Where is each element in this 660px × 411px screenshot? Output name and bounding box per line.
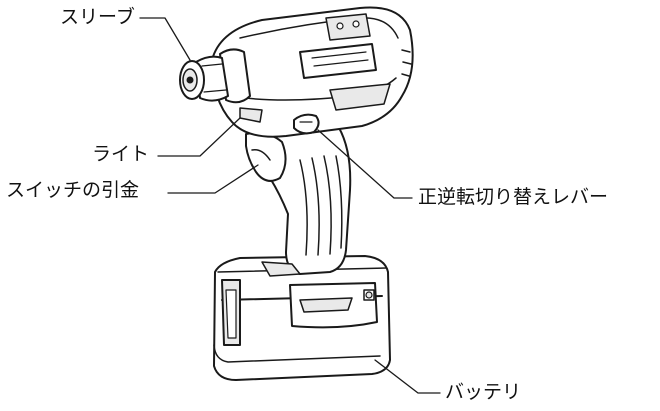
leader-trigger xyxy=(167,164,259,194)
label-reversing-lever: 正逆転切り替えレバー xyxy=(418,186,609,208)
leader-lines xyxy=(139,17,441,394)
motor-housing xyxy=(211,6,414,138)
leader-light xyxy=(157,117,241,157)
leader-sleeve xyxy=(139,17,191,61)
label-sleeve: スリーブ xyxy=(60,6,135,28)
battery-pack xyxy=(213,255,391,381)
nose-anvil xyxy=(195,48,251,104)
sleeve xyxy=(179,60,205,100)
label-battery: バッテリ xyxy=(445,381,522,403)
leader-lever xyxy=(317,129,413,199)
reversing-lever xyxy=(293,113,320,135)
leader-battery xyxy=(374,359,441,394)
label-trigger: スイッチの引金 xyxy=(6,179,140,201)
label-light: ライト xyxy=(92,143,150,165)
trigger xyxy=(245,132,287,182)
